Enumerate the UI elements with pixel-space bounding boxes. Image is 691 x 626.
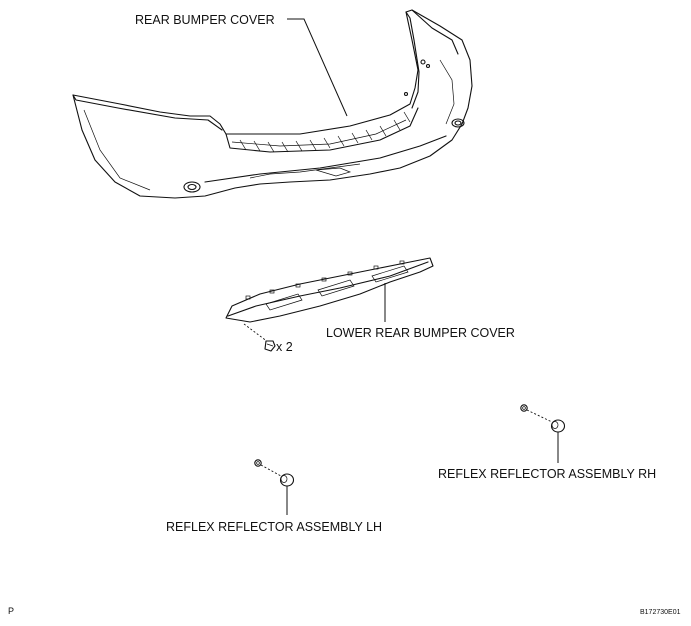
lower-rear-bumper-cover-part (225, 257, 434, 323)
reflector-lh-clip-icon (254, 459, 262, 467)
corner-mark: P (8, 606, 14, 616)
clip-icon (264, 340, 276, 352)
reflector-lh-label: REFLEX REFLECTOR ASSEMBLY LH (166, 520, 382, 534)
reflector-lh-icon (279, 473, 295, 487)
figure-code: B172730E01 (640, 609, 681, 616)
reflector-rh-clip-icon (520, 404, 528, 412)
reflector-lh-dashed-line (260, 464, 282, 477)
rear-bumper-cover-label: REAR BUMPER COVER (135, 13, 275, 27)
rear-bumper-cover-leader (287, 18, 348, 117)
rear-bumper-cover-part (72, 9, 473, 199)
reflector-rh-icon (550, 419, 566, 433)
reflector-rh-dashed-line (526, 409, 553, 423)
lower-rear-bumper-cover-label: LOWER REAR BUMPER COVER (326, 326, 515, 340)
clip-quantity-label: x 2 (276, 340, 293, 354)
reflector-rh-label: REFLEX REFLECTOR ASSEMBLY RH (438, 467, 656, 481)
clip-dashed-line (243, 323, 269, 343)
